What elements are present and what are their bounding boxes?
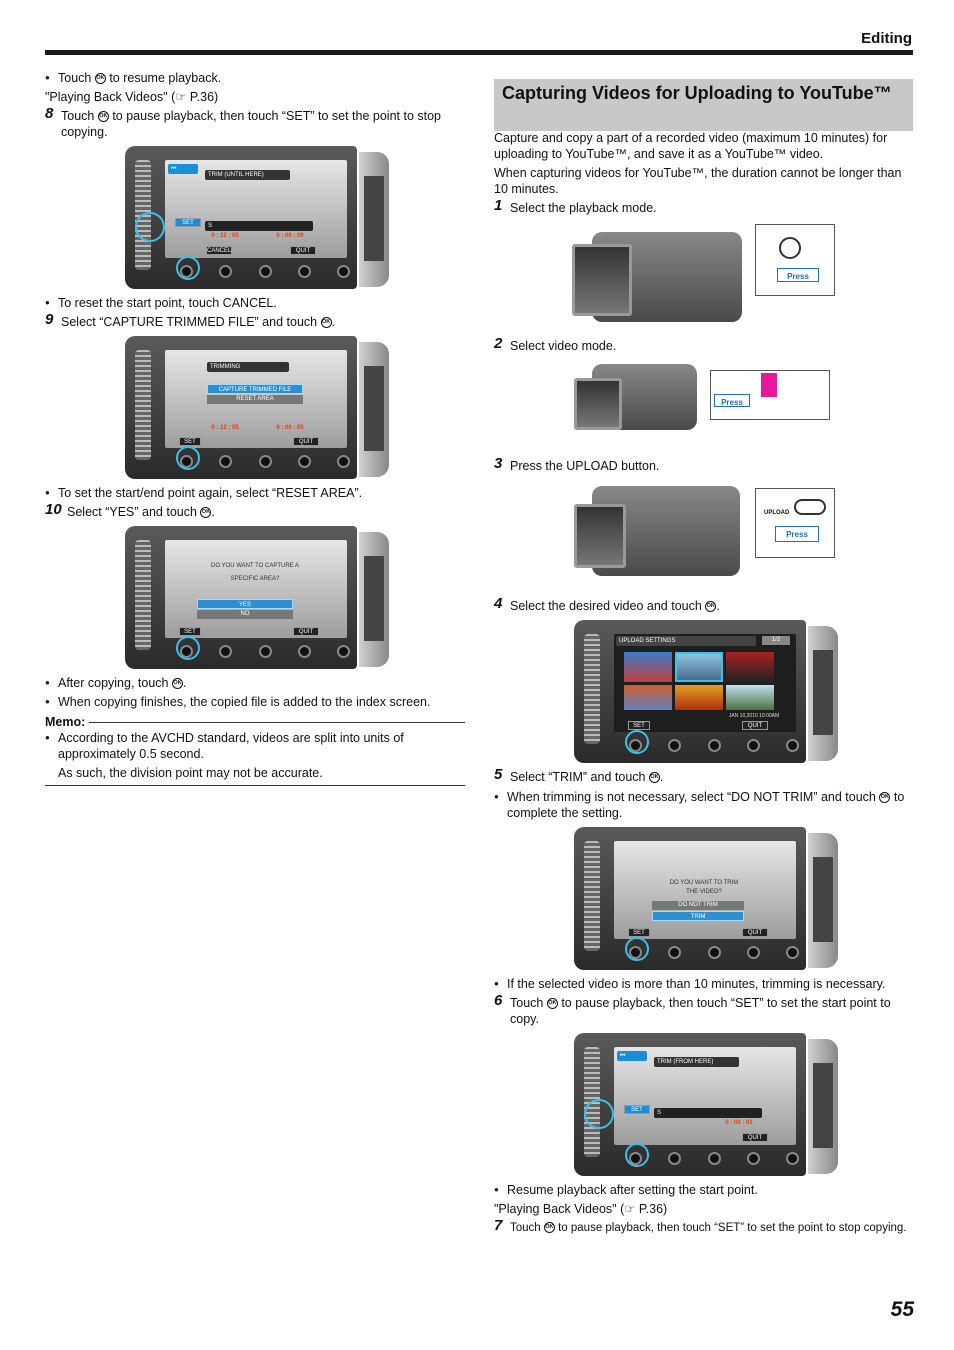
set-button[interactable]: SET — [624, 1105, 650, 1114]
yes-option[interactable]: YES — [197, 599, 293, 609]
ok-icon: OK — [94, 73, 106, 85]
ok-icon: OK — [320, 317, 332, 329]
page-number: 55 — [890, 1298, 914, 1321]
ok-icon: OK — [879, 792, 891, 804]
set-button[interactable]: SET — [179, 627, 201, 636]
quit-button[interactable]: QUIT — [293, 627, 319, 636]
quit-button[interactable]: QUIT — [742, 928, 768, 937]
screen-trim-confirm: DO YOU WANT TO TRIM THE VIDEO? DO NOT TR… — [574, 827, 839, 970]
quit-button[interactable]: QUIT — [293, 437, 319, 446]
press-label: Press — [714, 394, 750, 407]
ok-icon: OK — [171, 678, 183, 690]
bullet-cancel: To reset the start point, touch CANCEL. — [45, 295, 465, 311]
intro-paragraph: Capture and copy a part of a recorded vi… — [494, 131, 888, 161]
screen-capture-confirm: DO YOU WANT TO CAPTURE A SPECIFIC AREA? … — [125, 526, 390, 669]
set-button[interactable]: SET — [628, 721, 650, 730]
press-label: Press — [775, 526, 819, 542]
bullet-trim-required: If the selected video is more than 10 mi… — [494, 976, 914, 992]
thumbnail[interactable] — [624, 684, 672, 710]
thumbnail[interactable] — [624, 652, 672, 682]
press-label: Press — [777, 268, 819, 282]
set-button[interactable]: SET — [628, 928, 650, 937]
screen-trimming: TRIMMING CAPTURE TRIMMED FILE RESET AREA… — [125, 336, 390, 479]
bullet-resume: Resume playback after setting the start … — [494, 1182, 914, 1198]
section-label: Editing — [861, 30, 912, 47]
ok-icon: OK — [546, 998, 558, 1010]
section-title: Capturing Videos for Uploading to YouTub… — [494, 79, 913, 131]
screen-upload-settings: UPLOAD SETTINGS 1/2 JAN 10,2010 10:00AM … — [574, 620, 839, 763]
thumbnail[interactable] — [726, 684, 774, 710]
thumbnail-grid — [624, 652, 774, 710]
do-not-trim-option[interactable]: DO NOT TRIM — [652, 901, 744, 910]
header-rule — [45, 50, 913, 55]
camera-upload-figure: UPLOAD Press — [572, 480, 914, 592]
bullet-do-not-trim: When trimming is not necessary, select “… — [494, 789, 914, 821]
intro-ref: "Playing Back Videos" (☞ P.36) — [45, 90, 219, 104]
upload-button-callout: UPLOAD — [755, 488, 835, 558]
cancel-button[interactable]: CANCEL — [206, 246, 232, 255]
after-copy-2: When copying finishes, the copied file i… — [45, 694, 465, 710]
rewind-icon: ⏮ — [617, 1051, 647, 1061]
ok-icon: OK — [543, 1222, 555, 1234]
ok-icon: OK — [648, 772, 660, 784]
ref-playing-back: "Playing Back Videos" (☞ P.36) — [494, 1202, 668, 1216]
set-button[interactable]: SET — [179, 437, 201, 446]
memo-item: According to the AVCHD standard, videos … — [45, 730, 465, 762]
screen-trim-from: ⏮ TRIM (FROM HERE) SET S 0 : 00 : 01 QUI… — [574, 1033, 839, 1176]
ok-icon: OK — [200, 507, 212, 519]
quit-button[interactable]: QUIT — [290, 246, 316, 255]
trim-option[interactable]: TRIM — [652, 911, 744, 921]
after-copy-1: After copying, touch OK. — [45, 675, 465, 691]
memo-title: Memo: — [45, 714, 465, 730]
intro-bullet: Touch OK to resume playback. — [45, 70, 465, 86]
right-column: Capturing Videos for Uploading to YouTub… — [494, 79, 914, 1240]
set-button[interactable]: SET — [175, 218, 201, 227]
capture-trimmed-file-option[interactable]: CAPTURE TRIMMED FILE — [207, 384, 303, 394]
intro-paragraph-2: When capturing videos for YouTube™, the … — [494, 166, 902, 196]
quit-button[interactable]: QUIT — [742, 721, 768, 730]
ok-icon: OK — [97, 111, 109, 123]
no-option[interactable]: NO — [197, 610, 293, 619]
quit-button[interactable]: QUIT — [742, 1133, 768, 1142]
playback-button-callout — [755, 224, 835, 296]
rewind-icon: ⏮ — [168, 164, 198, 174]
osd-title: TRIM (UNTIL HERE) — [205, 170, 290, 180]
ok-icon: OK — [705, 601, 717, 613]
camera-playback-figure: Press — [572, 222, 914, 332]
left-column: Touch OK to resume playback. "Playing Ba… — [45, 70, 465, 786]
memo-end-rule — [45, 785, 465, 786]
thumbnail[interactable] — [675, 652, 723, 682]
screen-trim-until: ⏮ TRIM (UNTIL HERE) SET S 0 : 12 : 05 0 … — [125, 146, 390, 289]
memo-item-2: As such, the division point may not be a… — [58, 766, 323, 780]
thumbnail[interactable] — [675, 684, 723, 710]
reset-area-option[interactable]: RESET AREA — [207, 395, 303, 404]
camera-mode-figure: Press — [572, 360, 914, 452]
bullet-reset: To set the start/end point again, select… — [45, 485, 465, 501]
thumbnail[interactable] — [726, 652, 774, 682]
